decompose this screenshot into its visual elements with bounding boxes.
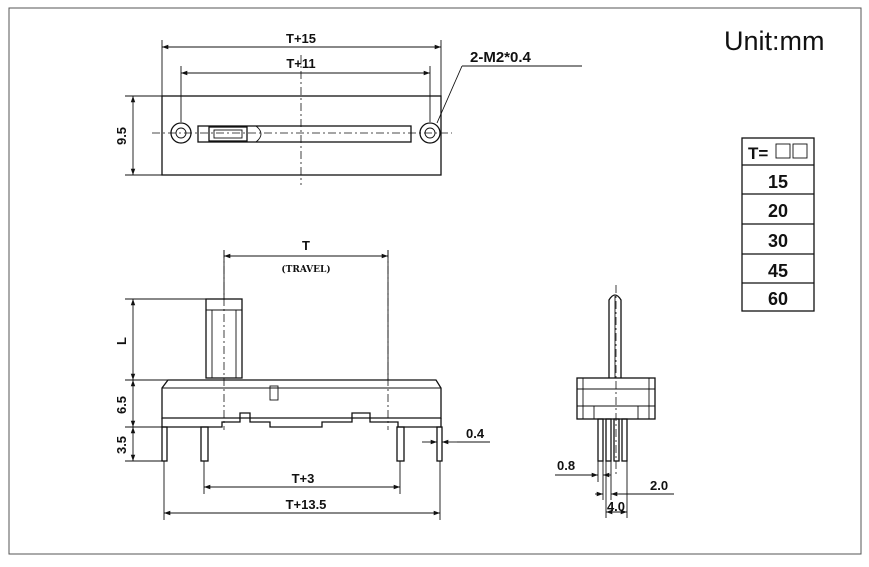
table-header-box-2 [792,143,808,159]
table-row-1: 15 [768,172,788,192]
side-pin-4 [621,418,628,462]
dim-travel-note: (TRAVEL) [281,264,330,275]
pin-1 [161,426,168,462]
front-view: T (TRAVEL) L 6.5 3.5 0.4 T+3 T+13.5 [114,238,490,520]
dim-4-0: 4.0 [607,499,625,514]
pin-2 [200,426,209,462]
side-pin-3 [613,418,620,462]
dim-hole-callout: 2-M2*0.4 [470,49,532,66]
dim-t-plus-3: T+3 [292,471,315,486]
dim-2-0: 2.0 [650,478,668,493]
top-view: T+15 T+11 9.5 2-M2*0.4 [114,31,582,185]
dim-0-8: 0.8 [557,458,575,473]
dim-9-5: 9.5 [114,127,129,145]
table-header-box-1 [775,143,791,159]
pin-3 [396,426,405,462]
table-row-3: 30 [768,231,788,251]
dim-0-4: 0.4 [466,426,485,441]
top-view-body [161,95,442,176]
slider-body [161,379,442,419]
dim-lever-l: L [114,337,129,345]
mounting-hole-left [170,122,192,144]
dim-6-5: 6.5 [114,396,129,414]
side-pin-2 [605,418,612,462]
table-row-4: 45 [768,261,788,281]
dim-travel: T [302,238,310,253]
pin-4 [436,426,443,462]
table-header: T= [748,144,768,163]
travel-table: T= 15 20 30 45 60 [741,137,815,312]
side-pin-1 [597,418,604,462]
dim-t-plus-11: T+11 [286,56,315,71]
dim-3-5: 3.5 [114,436,129,454]
side-lever [608,294,622,378]
dim-t-plus-15: T+15 [286,31,316,46]
mounting-hole-right [419,122,441,144]
slider-slot [197,125,412,143]
unit-label: Unit:mm [724,26,825,56]
side-view: 0.8 2.0 4.0 [555,285,674,518]
dim-t-plus-13-5: T+13.5 [286,497,327,512]
drawing-frame [8,7,862,555]
table-row-2: 20 [768,201,788,221]
table-row-5: 60 [768,289,788,309]
